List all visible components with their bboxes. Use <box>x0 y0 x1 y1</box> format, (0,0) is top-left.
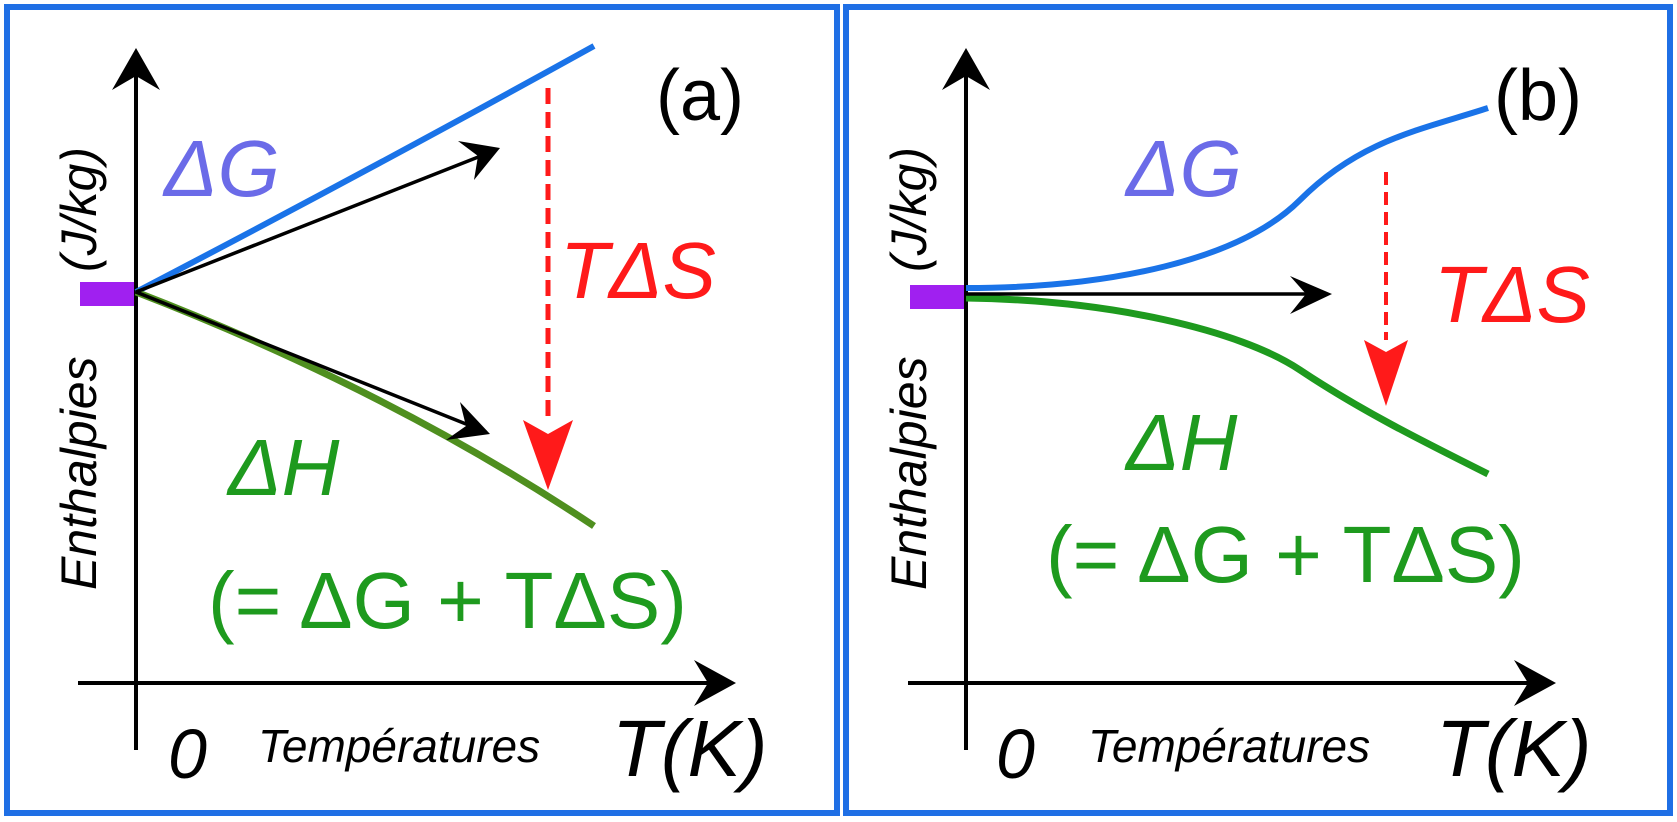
panel-a-dh-label: ΔH <box>226 423 340 512</box>
panel-b-x-axis-unit: T(K) <box>1436 704 1592 793</box>
panel-a-label: (a) <box>656 56 744 136</box>
panel-b-origin-marker <box>910 285 964 309</box>
panel-b-tds-arrowhead <box>1364 340 1408 406</box>
panel-b-dh-label: ΔH <box>1124 398 1238 487</box>
panel-a-x-axis-label: Températures <box>258 720 540 772</box>
panel-a-tangent-arrowhead-down <box>446 402 490 440</box>
panel-b-y-axis-arrowhead <box>942 48 990 90</box>
panel-a-y-axis-unit: (J/kg) <box>51 147 107 272</box>
panel-a-tangent-arrowhead-up <box>458 141 500 180</box>
panel-a-x-axis-unit: T(K) <box>612 704 768 793</box>
panel-a-tds-label: TΔS <box>560 226 716 315</box>
panel-a-dg-label: ΔG <box>162 124 280 213</box>
panel-b-dg-label: ΔG <box>1124 124 1242 213</box>
panel-a-tangent-arrow-up <box>135 148 497 294</box>
panel-a-y-axis-label: Enthalpies <box>51 357 107 591</box>
panel-b-tangent-arrowhead <box>1290 276 1332 314</box>
panel-b-dh-curve <box>965 294 1490 478</box>
panel-a: (a) ΔG TΔS ΔH (= ΔG + TΔS) Enthalpies (J… <box>51 43 768 793</box>
panel-b-x-zero: 0 <box>996 715 1035 793</box>
panel-b-label: (b) <box>1494 56 1582 136</box>
panel-b-y-axis-unit: (J/kg) <box>881 147 937 272</box>
panel-a-dh-formula: (= ΔG + TΔS) <box>208 556 687 645</box>
panel-a-tangent-arrow-down <box>135 290 487 434</box>
panel-b-tds-label: TΔS <box>1434 250 1590 339</box>
panel-b-x-axis-label: Températures <box>1088 720 1370 772</box>
panel-a-x-zero: 0 <box>168 715 207 793</box>
panel-a-dh-curve <box>134 288 596 529</box>
panel-a-origin-marker <box>80 282 134 306</box>
panel-a-x-axis-arrowhead <box>694 660 736 706</box>
panel-b-dg-curve <box>965 105 1489 291</box>
panel-b-x-axis-arrowhead <box>1514 660 1556 706</box>
panel-a-y-axis-arrowhead <box>112 48 160 90</box>
panel-b: (b) ΔG TΔS ΔH (= ΔG + TΔS) Enthalpies (J… <box>881 48 1592 793</box>
panel-a-tds-arrowhead <box>523 420 573 490</box>
panel-a-dg-curve <box>134 43 596 295</box>
panel-b-dh-formula: (= ΔG + TΔS) <box>1046 510 1525 599</box>
panel-b-y-axis-label: Enthalpies <box>881 357 937 591</box>
